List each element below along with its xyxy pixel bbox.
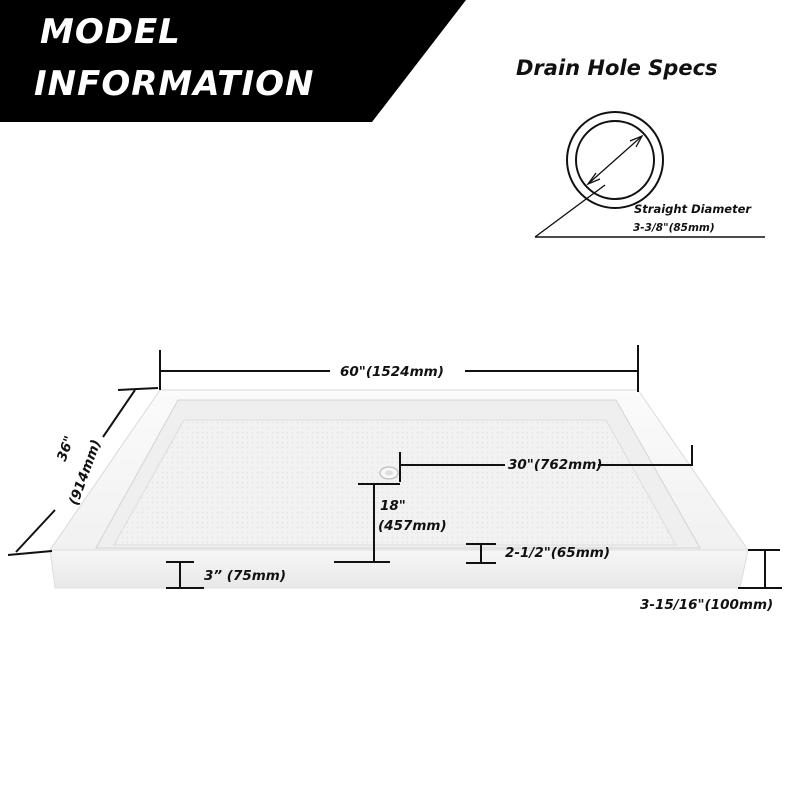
- title-model: MODEL: [40, 12, 181, 52]
- diameter-value: 3-3/8"(85mm): [633, 222, 715, 234]
- width-tick-bottom: [7, 550, 53, 556]
- straight-diameter-label: Straight Diameter: [634, 202, 752, 216]
- tray-front-face: [49, 549, 749, 589]
- length-label: 60"(1524mm): [340, 364, 444, 380]
- drain-specs-heading: Drain Hole Specs: [516, 56, 718, 80]
- width-line-bottom: [15, 509, 56, 553]
- total-height-label: 3-15/16"(100mm): [640, 597, 774, 613]
- drain-y-label-inch: 18": [380, 498, 406, 514]
- title-information: INFORMATION: [34, 64, 315, 104]
- drain-ring-icon: [566, 111, 664, 209]
- drain-y-label-mm: (457mm): [378, 518, 447, 534]
- drain-hole-icon: [379, 466, 399, 480]
- width-line-top: [102, 389, 136, 438]
- width-tick-top: [117, 387, 159, 391]
- drain-x-label: 30"(762mm): [508, 457, 603, 473]
- drain-leader-line: [534, 184, 765, 238]
- tray-floor: [113, 419, 677, 546]
- threshold-label: 3” (75mm): [204, 568, 287, 584]
- wall-height-label: 2-1/2"(65mm): [505, 545, 611, 561]
